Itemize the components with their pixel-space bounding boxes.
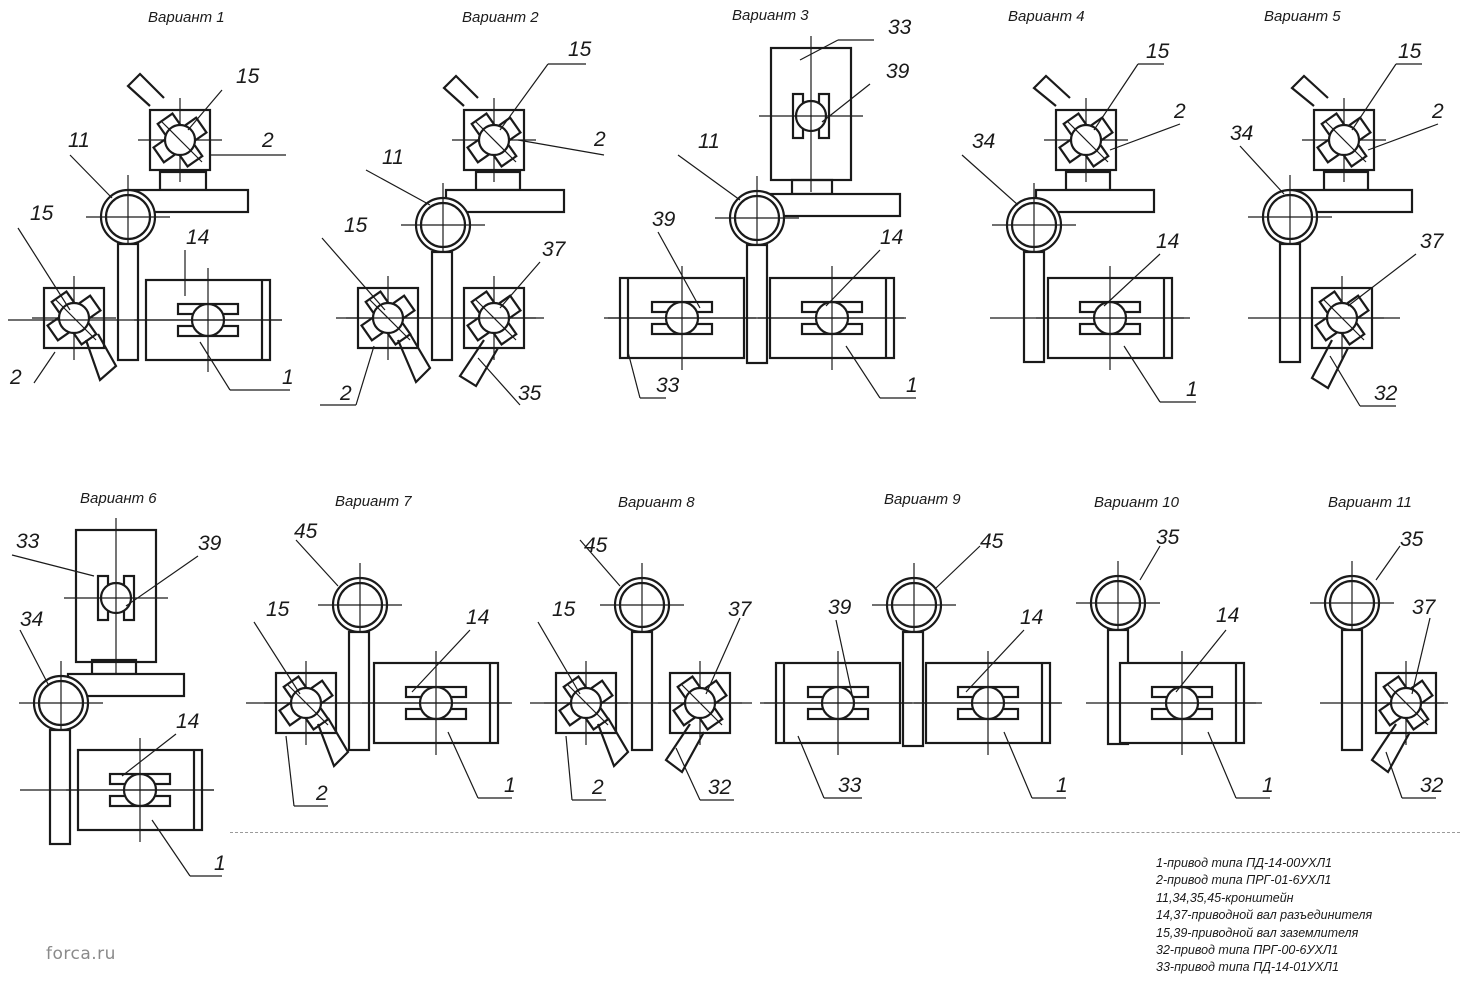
variant-2-drawing: 15 11 2 15 37 2 35 [320, 38, 606, 406]
legend-item: 15,39-приводной вал заземлителя [1156, 925, 1359, 940]
legend-item: 14,37-приводной вал разъединителя [1156, 908, 1373, 923]
variant-8-title: Вариант 8 [618, 494, 695, 511]
variant-4-title: Вариант 4 [1008, 8, 1085, 25]
v1-callout-f: 2 [9, 366, 22, 389]
legend-item: 11,34,35,45-кронштейн [1156, 890, 1294, 905]
variant-1-title: Вариант 1 [148, 9, 225, 26]
variant-7-drawing: 45 15 14 2 1 [246, 520, 516, 807]
v8-callout-e: 32 [708, 776, 732, 799]
variant-3-drawing: 33 39 11 39 14 33 1 [604, 16, 918, 399]
watermark: forca.ru [46, 944, 116, 964]
variant-5-drawing: 15 34 2 37 32 [1230, 40, 1445, 407]
variant-9-drawing: 45 39 14 33 1 [760, 530, 1068, 799]
legend-item: 32-привод типа ПРГ-00-6УХЛ1 [1156, 943, 1339, 958]
variant-9-title: Вариант 9 [884, 491, 961, 508]
v2-callout-f: 2 [339, 382, 352, 405]
v3-callout-f: 33 [656, 374, 680, 397]
variant-7-title: Вариант 7 [335, 493, 412, 510]
v2-callout-g: 35 [518, 382, 542, 405]
v8-callout-c: 37 [728, 598, 753, 621]
legend-item: 33-привод типа ПД-14-01УХЛ1 [1156, 960, 1339, 975]
variant-1-drawing: 15 11 2 15 14 2 1 [8, 65, 294, 391]
v6-callout-c: 34 [20, 608, 43, 631]
v9-callout-b: 39 [828, 596, 852, 619]
legend-item: 2-привод типа ПРГ-01-6УХЛ1 [1156, 873, 1332, 888]
v4-callout-e: 1 [1186, 378, 1198, 401]
v10-callout-b: 14 [1216, 604, 1239, 627]
v3-callout-e: 14 [880, 226, 903, 249]
variant-11-title: Вариант 11 [1328, 494, 1412, 511]
v5-callout-b: 34 [1230, 122, 1253, 145]
v6-callout-e: 1 [214, 852, 226, 875]
v11-callout-a: 35 [1400, 528, 1424, 551]
variant-3-title: Вариант 3 [732, 7, 809, 24]
v7-callout-c: 14 [466, 606, 489, 629]
variant-6-drawing: 33 39 34 14 1 [11, 516, 226, 877]
v2-callout-c: 2 [593, 128, 606, 151]
v1-callout-g: 1 [282, 366, 294, 389]
v11-callout-b: 37 [1412, 596, 1437, 619]
v4-callout-b: 34 [972, 130, 995, 153]
variant-4-drawing: 15 34 2 14 1 [961, 40, 1198, 403]
variant-8-drawing: 45 15 37 2 32 [530, 534, 753, 801]
v4-callout-a: 15 [1146, 40, 1170, 63]
v5-callout-c: 2 [1431, 100, 1444, 123]
v3-callout-a: 33 [888, 16, 912, 39]
v10-callout-a: 35 [1156, 526, 1180, 549]
v1-callout-b: 11 [68, 129, 90, 152]
v9-callout-a: 45 [980, 530, 1004, 553]
v1-callout-a: 15 [236, 65, 260, 88]
v11-callout-c: 32 [1420, 774, 1444, 797]
v1-callout-d: 15 [30, 202, 54, 225]
v1-callout-c: 2 [261, 129, 274, 152]
variant-10-title: Вариант 10 [1094, 494, 1180, 511]
v5-callout-a: 15 [1398, 40, 1422, 63]
v3-callout-c: 11 [698, 130, 720, 153]
v9-callout-d: 33 [838, 774, 862, 797]
legend-item: 1-привод типа ПД-14-00УХЛ1 [1156, 856, 1332, 870]
v7-callout-d: 2 [315, 782, 328, 805]
v5-callout-e: 32 [1374, 382, 1398, 405]
v3-callout-b: 39 [886, 60, 910, 83]
v2-callout-b: 11 [382, 146, 404, 169]
legend: 1-привод типа ПД-14-00УХЛ1 2-привод типа… [1156, 855, 1456, 977]
section-divider [230, 832, 1460, 833]
v5-callout-d: 37 [1420, 230, 1445, 253]
variant-10-drawing: 35 14 1 [1074, 526, 1274, 799]
variant-5-title: Вариант 5 [1264, 8, 1341, 25]
v2-callout-a: 15 [568, 38, 592, 61]
v3-callout-d: 39 [652, 208, 676, 231]
v4-callout-c: 2 [1173, 100, 1186, 123]
v1-callout-e: 14 [186, 226, 209, 249]
v9-callout-c: 14 [1020, 606, 1043, 629]
v7-callout-b: 15 [266, 598, 290, 621]
v8-callout-b: 15 [552, 598, 576, 621]
v9-callout-e: 1 [1056, 774, 1068, 797]
v3-callout-g: 1 [906, 374, 918, 397]
v4-callout-d: 14 [1156, 230, 1179, 253]
variant-6-title: Вариант 6 [80, 490, 157, 507]
v7-callout-e: 1 [504, 774, 516, 797]
v6-callout-a: 33 [16, 530, 40, 553]
variant-11-drawing: 35 37 32 [1308, 528, 1450, 799]
v2-callout-d: 15 [344, 214, 368, 237]
v6-callout-b: 39 [198, 532, 222, 555]
v8-callout-a: 45 [584, 534, 608, 557]
variant-titles: Вариант 1 Вариант 2 Вариант 3 Вариант 4 … [80, 7, 1412, 511]
v6-callout-d: 14 [176, 710, 199, 733]
v2-callout-e: 37 [542, 238, 567, 261]
v10-callout-c: 1 [1262, 774, 1274, 797]
v8-callout-d: 2 [591, 776, 604, 799]
variant-2-title: Вариант 2 [462, 9, 539, 26]
v7-callout-a: 45 [294, 520, 318, 543]
